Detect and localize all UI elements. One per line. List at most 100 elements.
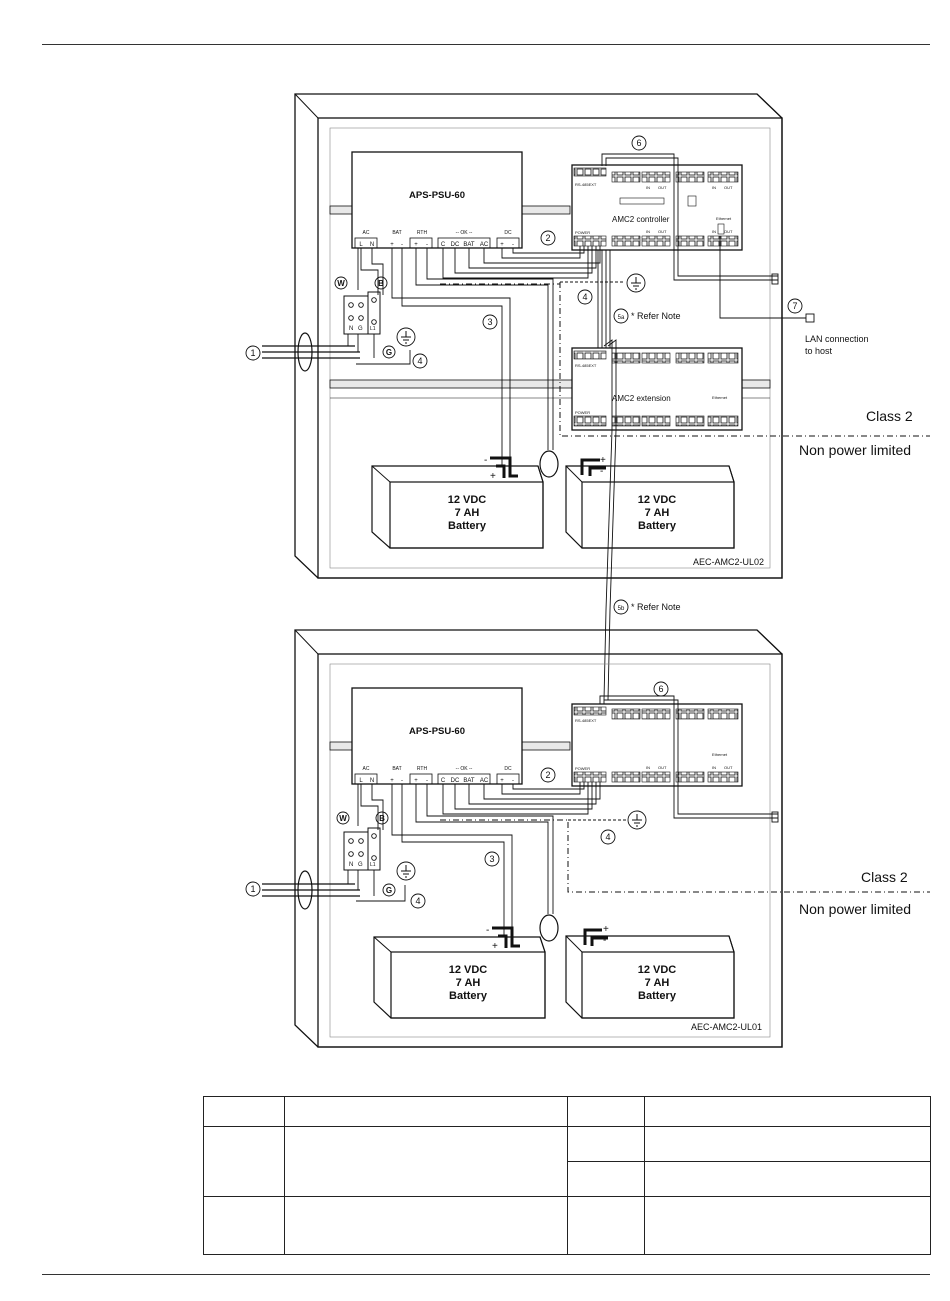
table-cell bbox=[567, 1096, 645, 1127]
svg-text:BAT: BAT bbox=[392, 230, 401, 236]
svg-text:-: - bbox=[426, 242, 428, 248]
top-ground-icon bbox=[396, 327, 416, 347]
table-row bbox=[203, 1096, 931, 1127]
svg-text:6: 6 bbox=[636, 138, 641, 148]
bottom-controller: RS-485EXT POWER IN OUT IN OUT Ethernet bbox=[571, 703, 743, 787]
svg-text:BAT: BAT bbox=[392, 766, 401, 772]
svg-text:W: W bbox=[339, 814, 347, 823]
svg-text:+: + bbox=[414, 778, 418, 784]
top-class2-label: Class 2 bbox=[866, 408, 913, 424]
svg-text:12 VDC: 12 VDC bbox=[638, 494, 677, 506]
svg-text:W: W bbox=[337, 279, 345, 288]
svg-text:12 VDC: 12 VDC bbox=[638, 964, 677, 976]
svg-text:Ethernet: Ethernet bbox=[712, 752, 728, 757]
svg-text:-- OK --: -- OK -- bbox=[456, 766, 473, 772]
top-battery-right: + - 12 VDC 7 AH Battery bbox=[565, 455, 735, 549]
svg-text:AC: AC bbox=[480, 778, 489, 784]
svg-text:N: N bbox=[370, 778, 374, 784]
lan-label-2: to host bbox=[805, 346, 833, 356]
top-callouts: 1 2 3 4 4 6 7 5a * Refer Note W B G N G … bbox=[245, 135, 869, 369]
bottom-callouts: 1 2 3 4 4 6 W B G N G L1 bbox=[245, 681, 669, 909]
top-extension: AMC2 extension RS-485EXT POWER Ethernet bbox=[571, 347, 743, 431]
notes-table bbox=[203, 1096, 931, 1255]
svg-text:OUT: OUT bbox=[724, 765, 733, 770]
svg-text:OUT: OUT bbox=[658, 229, 667, 234]
bottom-non-power-limited-label: Non power limited bbox=[799, 901, 912, 917]
svg-text:Battery: Battery bbox=[448, 520, 487, 532]
svg-text:OUT: OUT bbox=[724, 185, 733, 190]
svg-text:-- OK --: -- OK -- bbox=[456, 230, 473, 236]
table-cell bbox=[644, 1126, 931, 1162]
svg-text:DC: DC bbox=[451, 242, 460, 248]
svg-text:POWER: POWER bbox=[575, 230, 590, 235]
svg-text:7 AH: 7 AH bbox=[645, 507, 670, 519]
svg-text:AC: AC bbox=[363, 766, 370, 772]
table-cell bbox=[203, 1196, 285, 1255]
svg-text:BAT: BAT bbox=[463, 778, 475, 784]
svg-text:Battery: Battery bbox=[449, 990, 488, 1002]
svg-text:G: G bbox=[358, 862, 363, 868]
svg-text:B: B bbox=[379, 814, 385, 823]
top-battery-left: - + 12 VDC 7 AH Battery bbox=[371, 455, 544, 549]
svg-text:4: 4 bbox=[582, 292, 587, 302]
svg-text:L1: L1 bbox=[370, 326, 376, 332]
svg-text:3: 3 bbox=[489, 854, 494, 864]
svg-text:+: + bbox=[603, 924, 609, 935]
svg-text:Ethernet: Ethernet bbox=[716, 216, 732, 221]
svg-text:N: N bbox=[349, 326, 353, 332]
svg-text:-: - bbox=[401, 778, 403, 784]
svg-text:IN: IN bbox=[712, 765, 716, 770]
svg-text:DC: DC bbox=[504, 766, 512, 772]
svg-text:G: G bbox=[386, 886, 392, 895]
svg-text:12 VDC: 12 VDC bbox=[448, 494, 487, 506]
svg-text:+: + bbox=[500, 242, 504, 248]
svg-text:N: N bbox=[370, 242, 374, 248]
top-controller-label: AMC2 controller bbox=[612, 215, 670, 224]
svg-text:DC: DC bbox=[504, 230, 512, 236]
top-refer-note: * Refer Note bbox=[631, 311, 681, 321]
svg-text:OUT: OUT bbox=[724, 229, 733, 234]
svg-text:IN: IN bbox=[712, 185, 716, 190]
svg-text:IN: IN bbox=[646, 229, 650, 234]
top-extension-label: AMC2 extension bbox=[612, 394, 671, 403]
link-refer-note: * Refer Note bbox=[631, 602, 681, 612]
svg-text:IN: IN bbox=[712, 229, 716, 234]
svg-text:7 AH: 7 AH bbox=[455, 507, 480, 519]
top-psu: APS-PSU-60 AC BAT RTH -- OK -- DC L N + … bbox=[351, 151, 523, 249]
svg-text:G: G bbox=[386, 348, 392, 357]
svg-text:-: - bbox=[426, 778, 428, 784]
svg-text:2: 2 bbox=[545, 233, 550, 243]
svg-text:5a: 5a bbox=[618, 315, 625, 321]
svg-text:DC: DC bbox=[451, 778, 460, 784]
svg-text:C: C bbox=[441, 778, 446, 784]
bottom-rule bbox=[42, 1274, 930, 1275]
top-wiring bbox=[343, 153, 930, 701]
table-row bbox=[203, 1196, 931, 1255]
svg-text:+: + bbox=[492, 941, 498, 952]
svg-text:-: - bbox=[486, 925, 489, 936]
svg-text:POWER: POWER bbox=[575, 410, 590, 415]
svg-text:7: 7 bbox=[792, 301, 797, 311]
svg-text:-: - bbox=[484, 455, 487, 466]
top-rule bbox=[42, 44, 930, 45]
svg-text:+: + bbox=[390, 242, 394, 248]
svg-text:-: - bbox=[512, 242, 514, 248]
table-cell bbox=[644, 1161, 931, 1197]
svg-text:Battery: Battery bbox=[638, 520, 677, 532]
top-controller: AMC2 controller RS-485EXT POWER IN OUT I… bbox=[571, 164, 743, 251]
svg-text:RS-485EXT: RS-485EXT bbox=[575, 718, 597, 723]
bottom-model-id: AEC-AMC2-UL01 bbox=[691, 1022, 762, 1032]
svg-text:BAT: BAT bbox=[463, 242, 475, 248]
svg-text:L: L bbox=[359, 242, 363, 248]
svg-text:+: + bbox=[414, 242, 418, 248]
table-cell bbox=[284, 1096, 568, 1127]
svg-text:+: + bbox=[600, 455, 606, 466]
svg-text:4: 4 bbox=[417, 356, 422, 366]
svg-text:7 AH: 7 AH bbox=[645, 977, 670, 989]
svg-text:1: 1 bbox=[250, 884, 255, 894]
svg-text:RTH: RTH bbox=[417, 230, 428, 236]
svg-text:L: L bbox=[359, 778, 363, 784]
svg-text:OUT: OUT bbox=[658, 185, 667, 190]
bottom-ground-icon-2 bbox=[627, 810, 647, 830]
top-model-id: AEC-AMC2-UL02 bbox=[693, 557, 764, 567]
